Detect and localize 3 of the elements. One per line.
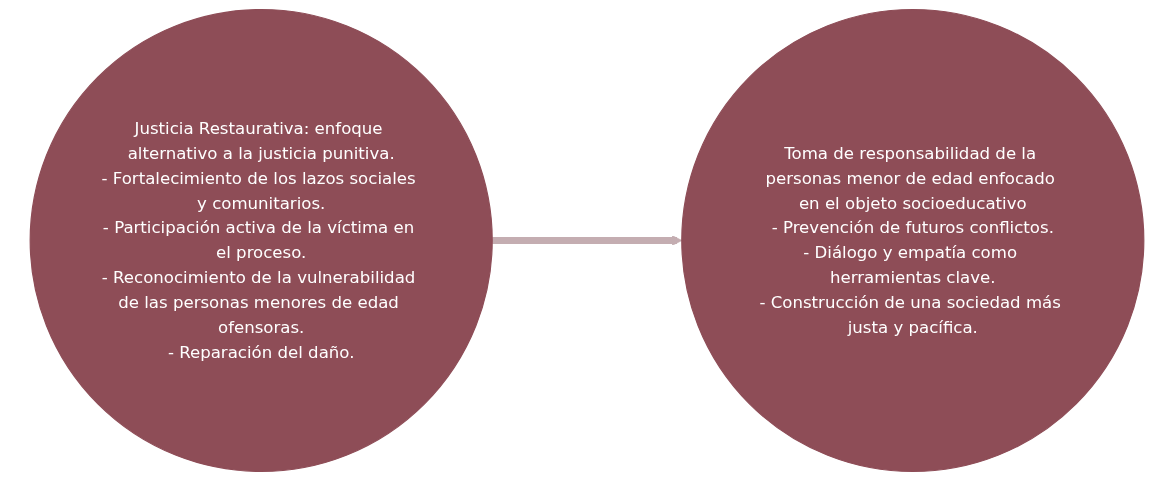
arrow bbox=[492, 235, 683, 246]
node-circle: Justicia Restaurativa: enfoque alternativo a la justicia punitiva. - Fortalecimiento de los lazos sociales y comunitarios. - Participación activa de la víctima en el proceso. - Reconocimiento de la vulnerabilidad de las personas menores de edad ofensoras. - Reparación del daño. bbox=[29, 8, 493, 473]
node-circle: Toma de responsabilidad de la personas menor de edad enfocado en el objeto socioeducativo - Prevención de futuros conflictos. - Diálogo y empatía como herramientas clave. - Construcción de una sociedad más justa y pacífica. bbox=[681, 8, 1145, 473]
